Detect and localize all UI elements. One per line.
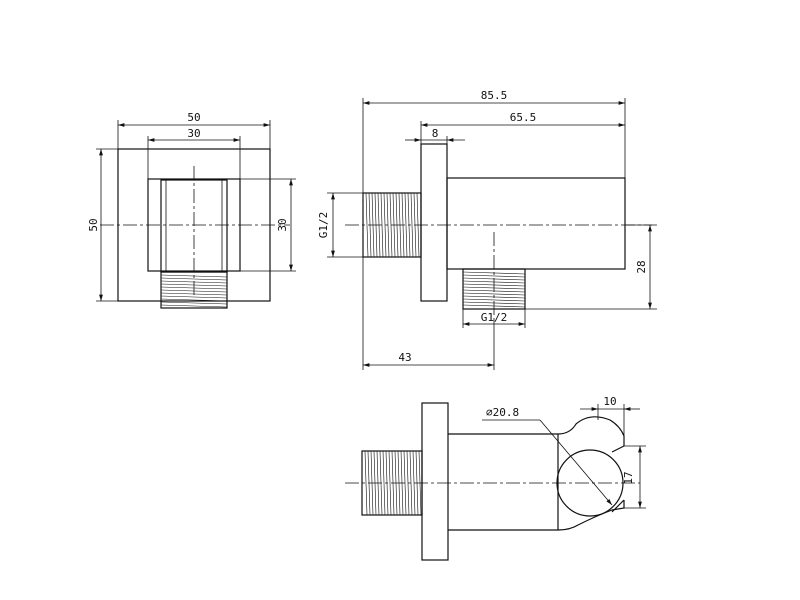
thread-line (388, 450, 392, 516)
thread-line (160, 295, 228, 299)
dim-front-width-outer: 50 (187, 111, 200, 124)
thread-line (382, 450, 386, 516)
dim-body-height: 28 (635, 260, 648, 273)
thread-line (364, 450, 368, 516)
dim-front-height-outer: 50 (87, 218, 100, 231)
dim-flange-thickness: 8 (432, 127, 439, 140)
dim-outlet-offset: 43 (398, 351, 411, 364)
dim-opening-width: 10 (603, 395, 616, 408)
thread-line (160, 298, 228, 302)
thread-line (404, 192, 408, 258)
side-flange (420, 143, 448, 302)
thread-line (462, 292, 526, 296)
top-bracket (556, 416, 625, 531)
dim-bracket-diameter: ⌀20.8 (486, 406, 519, 419)
thread-line (462, 298, 526, 302)
thread-line (160, 277, 228, 281)
bracket-circle (556, 449, 624, 517)
thread-line (160, 301, 228, 305)
top-view: ⌀20.8 10 17 (345, 395, 646, 561)
side-view: 85.5 65.5 8 G1/2 G1/2 43 28 (317, 89, 657, 370)
dim-overall-length: 85.5 (481, 89, 508, 102)
thread-line (410, 192, 414, 258)
top-flange (421, 402, 449, 561)
dim-outlet-thread: G1/2 (481, 311, 508, 324)
side-body (446, 177, 626, 270)
dim-inlet-thread: G1/2 (317, 212, 330, 239)
thread-line (160, 304, 228, 308)
dim-front-width-inner: 30 (187, 127, 200, 140)
thread-line (365, 192, 369, 258)
front-view: 50 30 50 30 (87, 111, 296, 309)
dim-front-height-inner: 30 (276, 218, 289, 231)
dim-bracket-height: 17 (622, 471, 635, 484)
thread-line (462, 274, 526, 278)
dim-body-length: 65.5 (510, 111, 537, 124)
